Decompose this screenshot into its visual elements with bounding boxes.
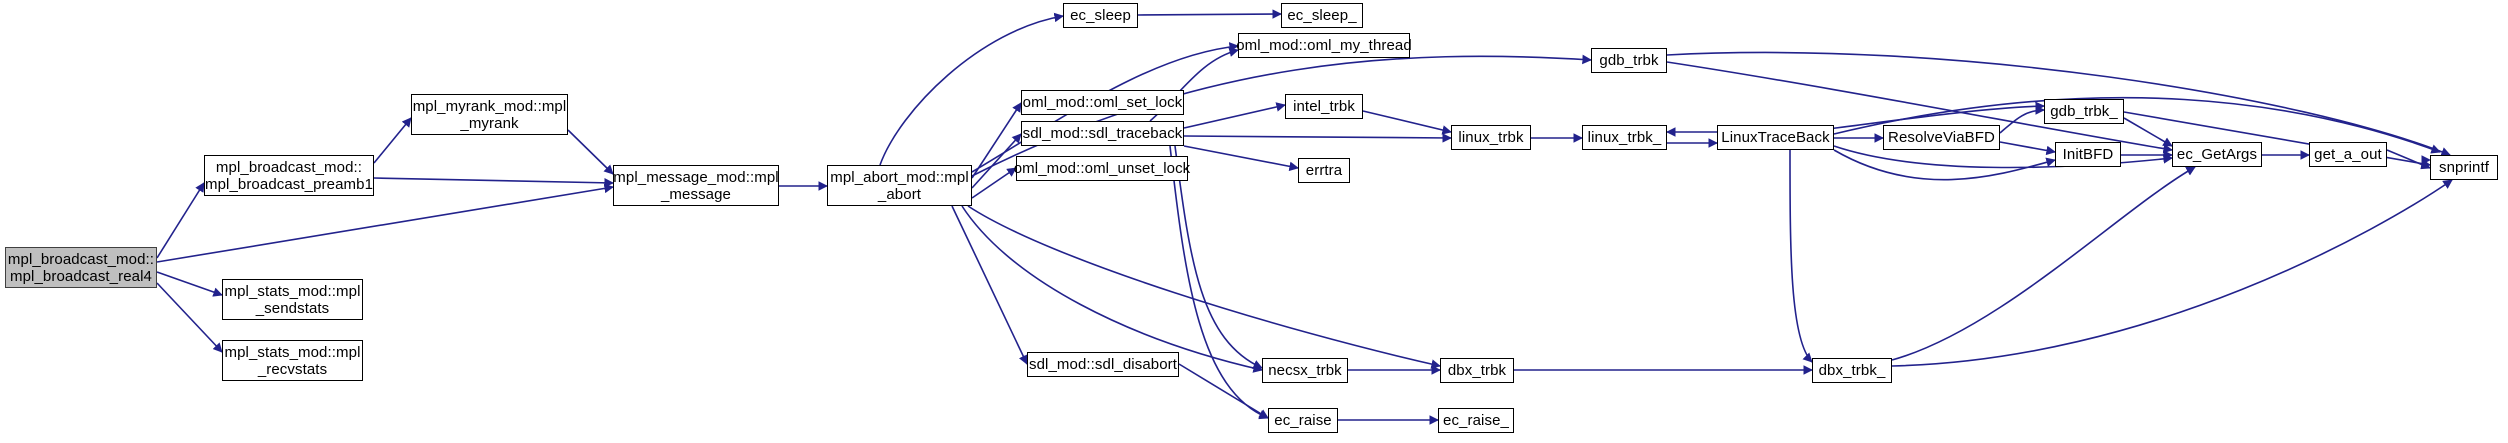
call-edge — [1183, 145, 1299, 172]
graph-node-label: linux_trbk_ — [1587, 129, 1662, 146]
call-edge — [1789, 149, 1813, 363]
graph-node-label: mpl_stats_mod::mpl _sendstats — [224, 282, 361, 317]
graph-node-label: ResolveViaBFD — [1888, 129, 1995, 146]
graph-node-sdl-mod-sdl-disabort[interactable]: sdl_mod::sdl_disabort — [1027, 352, 1179, 377]
graph-node-ec-sleep[interactable]: ec_sleep — [1063, 3, 1138, 28]
graph-node-ec-getargs[interactable]: ec_GetArgs — [2172, 142, 2262, 167]
graph-node-label: mpl_broadcast_mod:: mpl_broadcast_real4 — [7, 250, 155, 285]
graph-node-snprintf[interactable]: snprintf — [2430, 155, 2498, 180]
graph-node-sdl-mod-sdl-traceback[interactable]: sdl_mod::sdl_traceback — [1021, 121, 1184, 146]
graph-node-label: mpl_myrank_mod::mpl _myrank — [412, 97, 567, 132]
call-edge — [567, 129, 614, 175]
graph-node-label: intel_trbk — [1293, 98, 1355, 115]
call-edge — [1891, 179, 2453, 367]
graph-node-mpl-broadcast-mod-mpl-broadcast-preamb1[interactable]: mpl_broadcast_mod:: mpl_broadcast_preamb… — [204, 155, 374, 196]
graph-node-ec-raise[interactable]: ec_raise_ — [1438, 408, 1514, 433]
call-edge — [2123, 117, 2173, 147]
graph-node-label: ec_sleep — [1070, 7, 1131, 24]
graph-node-label: errtra — [1305, 162, 1343, 179]
call-edge — [1183, 102, 1286, 129]
call-edge — [961, 205, 1263, 373]
graph-node-mpl-stats-mod-mpl-recvstats[interactable]: mpl_stats_mod::mpl _recvstats — [222, 340, 363, 381]
graph-node-mpl-myrank-mod-mpl-myrank[interactable]: mpl_myrank_mod::mpl _myrank — [411, 94, 568, 135]
graph-node-label: oml_mod::oml_my_thread — [1236, 37, 1412, 54]
graph-node-dbx-trbk[interactable]: dbx_trbk — [1440, 358, 1514, 383]
graph-node-mpl-stats-mod-mpl-sendstats[interactable]: mpl_stats_mod::mpl _sendstats — [222, 279, 363, 320]
graph-node-mpl-message-mod-mpl-message[interactable]: mpl_message_mod::mpl _message — [613, 165, 779, 206]
graph-node-oml-mod-oml-set-lock[interactable]: oml_mod::oml_set_lock — [1021, 90, 1184, 115]
graph-node-mpl-broadcast-mod-mpl-broadcast-real4[interactable]: mpl_broadcast_mod:: mpl_broadcast_real4 — [5, 247, 157, 288]
call-edge — [156, 182, 205, 259]
graph-node-label: LinuxTraceBack — [1721, 129, 1830, 146]
call-edge — [156, 183, 614, 263]
graph-node-label: ec_raise — [1274, 412, 1332, 429]
call-edge — [1178, 363, 1269, 419]
call-edge — [1169, 145, 1269, 420]
graph-node-oml-mod-oml-my-thread[interactable]: oml_mod::oml_my_thread — [1236, 33, 1412, 58]
call-edge — [1999, 141, 2056, 156]
call-edge — [1362, 110, 1452, 135]
graph-node-label: ec_GetArgs — [2176, 146, 2258, 163]
graph-node-errtra[interactable]: errtra — [1298, 158, 1350, 183]
graph-node-get-a-out[interactable]: get_a_out — [2309, 142, 2387, 167]
graph-node-label: get_a_out — [2314, 146, 2382, 163]
graph-node-label: dbx_trbk_ — [1818, 362, 1886, 379]
graph-node-label: oml_mod::oml_unset_lock — [1013, 160, 1191, 177]
call-edge — [156, 271, 223, 297]
graph-node-label: gdb_trbk_ — [2050, 103, 2118, 120]
graph-node-gdb-trbk[interactable]: gdb_trbk — [1591, 48, 1667, 73]
call-edge — [1137, 9, 1282, 19]
graph-node-label: sdl_mod::sdl_traceback — [1022, 125, 1183, 142]
call-edge — [1183, 133, 1452, 143]
graph-node-linux-trbk[interactable]: linux_trbk — [1451, 125, 1531, 150]
graph-node-ec-sleep[interactable]: ec_sleep_ — [1281, 3, 1363, 28]
graph-node-resolveviabfd[interactable]: ResolveViaBFD — [1883, 125, 2000, 150]
graph-node-label: necsx_trbk — [1268, 362, 1342, 379]
graph-node-mpl-abort-mod-mpl-abort[interactable]: mpl_abort_mod::mpl _abort — [827, 165, 972, 206]
graph-node-label: mpl_abort_mod::mpl _abort — [830, 168, 969, 203]
graph-node-label: ec_sleep_ — [1287, 7, 1357, 24]
graph-node-linux-trbk[interactable]: linux_trbk_ — [1582, 125, 1667, 150]
call-edge — [1174, 145, 1263, 369]
graph-node-label: oml_mod::oml_set_lock — [1022, 94, 1183, 111]
graph-node-ec-raise[interactable]: ec_raise — [1268, 408, 1338, 433]
graph-node-label: dbx_trbk — [1447, 362, 1507, 379]
graph-node-label: gdb_trbk — [1599, 52, 1659, 69]
graph-node-dbx-trbk[interactable]: dbx_trbk_ — [1812, 358, 1892, 383]
graph-node-label: sdl_mod::sdl_disabort — [1029, 356, 1178, 373]
graph-node-intel-trbk[interactable]: intel_trbk — [1285, 94, 1363, 119]
call-edge — [1999, 105, 2045, 134]
graph-node-necsx-trbk[interactable]: necsx_trbk — [1262, 358, 1348, 383]
call-edge — [1833, 149, 2056, 181]
graph-node-oml-mod-oml-unset-lock[interactable]: oml_mod::oml_unset_lock — [1014, 156, 1190, 181]
call-edge — [373, 177, 614, 188]
call-edge — [373, 117, 412, 164]
call-edge — [967, 205, 1441, 369]
call-edge — [951, 205, 1028, 365]
graph-node-label: InitBFD — [2062, 146, 2114, 163]
call-edge — [1891, 166, 2196, 361]
graph-node-label: snprintf — [2439, 159, 2489, 176]
graph-node-label: linux_trbk — [1458, 129, 1524, 146]
graph-node-linuxtraceback[interactable]: LinuxTraceBack — [1717, 125, 1834, 150]
graph-node-label: mpl_stats_mod::mpl _recvstats — [224, 343, 361, 378]
graph-node-gdb-trbk[interactable]: gdb_trbk_ — [2044, 99, 2124, 124]
graph-node-label: mpl_message_mod::mpl _message — [613, 168, 779, 203]
graph-node-label: ec_raise_ — [1443, 412, 1509, 429]
call-edge — [156, 282, 223, 353]
graph-node-label: mpl_broadcast_mod:: mpl_broadcast_preamb… — [204, 158, 374, 193]
graph-node-initbfd[interactable]: InitBFD — [2055, 142, 2121, 167]
call-edge — [2386, 149, 2431, 170]
